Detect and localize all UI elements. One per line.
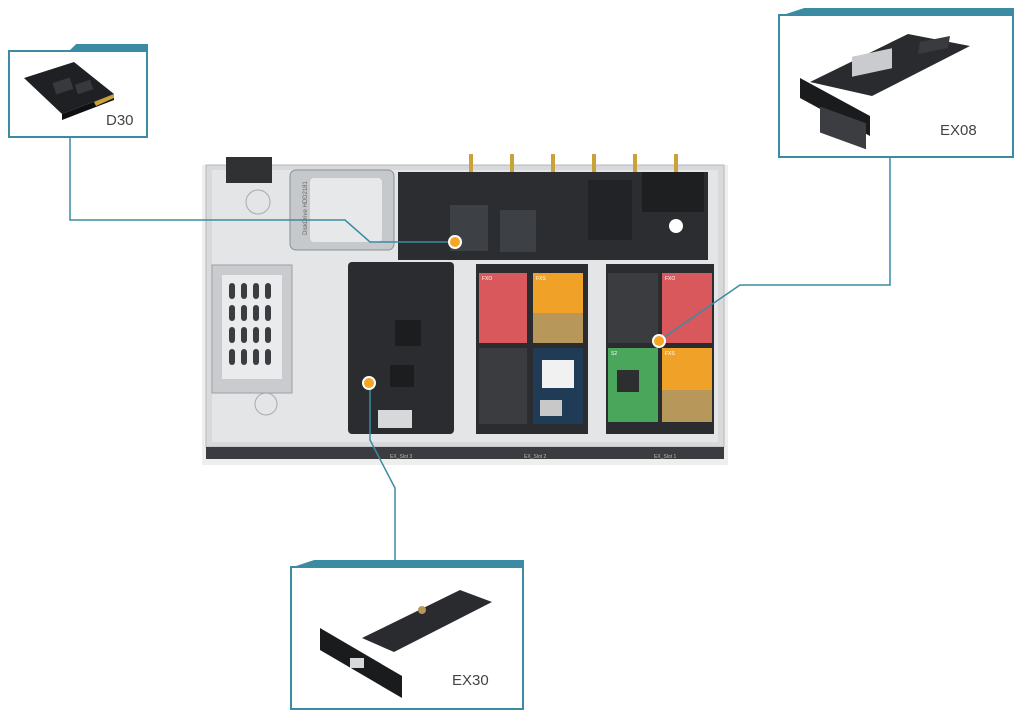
ex30-board bbox=[348, 262, 454, 434]
slot-label: EX_Slot 1 bbox=[654, 454, 677, 460]
gsm-chip bbox=[542, 360, 574, 388]
front-bezel bbox=[206, 447, 724, 459]
fxo-module bbox=[479, 273, 527, 343]
fxo-label: FXO bbox=[665, 276, 676, 282]
sim-slot bbox=[540, 400, 562, 416]
empty-module bbox=[479, 348, 527, 424]
ex08-marker[interactable] bbox=[652, 334, 666, 348]
ex30-callout-accent bbox=[296, 560, 524, 566]
fxo-module bbox=[662, 273, 712, 343]
ex30-marker[interactable] bbox=[362, 376, 376, 390]
ex08-connector-line bbox=[659, 158, 891, 341]
d30-callout-accent bbox=[70, 44, 148, 50]
d30-card-image bbox=[24, 62, 114, 120]
ex08-callout-accent bbox=[786, 8, 1014, 14]
fxs-label: FXS bbox=[536, 276, 546, 282]
s2-chip bbox=[617, 370, 639, 392]
power-inlet bbox=[226, 157, 272, 183]
slot-label: EX_Slot 2 bbox=[524, 454, 547, 460]
d30-marker[interactable] bbox=[448, 235, 462, 249]
ex30-label: EX30 bbox=[452, 672, 489, 689]
ex08-label: EX08 bbox=[940, 122, 977, 139]
hdd-label: DiskDrive HDD2181 bbox=[303, 181, 309, 235]
ex30-callout[interactable]: EX30 bbox=[290, 566, 524, 710]
hdd-label-area bbox=[310, 178, 382, 242]
ex30-connector-line bbox=[369, 382, 396, 566]
ex30-card-image bbox=[320, 590, 492, 698]
sim-tray bbox=[642, 172, 704, 212]
battery bbox=[669, 219, 683, 233]
d30-label: D30 bbox=[106, 112, 134, 129]
empty-module bbox=[608, 273, 658, 343]
ex30-chip bbox=[390, 365, 414, 387]
s2-label: S2 bbox=[611, 351, 618, 357]
d30-socket bbox=[500, 210, 536, 252]
cpu-chip bbox=[588, 180, 632, 240]
ex08-card-image bbox=[800, 34, 970, 150]
d30-connector-line bbox=[69, 138, 455, 243]
ex30-port bbox=[378, 410, 412, 428]
mount-hole bbox=[245, 189, 271, 215]
ex30-chip bbox=[395, 320, 421, 346]
ex08-callout[interactable]: EX08 bbox=[778, 14, 1014, 158]
slot-label: EX_Slot 3 bbox=[390, 454, 413, 460]
d30-callout[interactable]: D30 bbox=[8, 50, 148, 138]
fxs-module-connector bbox=[533, 313, 583, 343]
fxo-label: FXO bbox=[482, 276, 493, 282]
fxs-module-connector bbox=[662, 390, 712, 422]
fxs-label: FXS bbox=[665, 351, 675, 357]
